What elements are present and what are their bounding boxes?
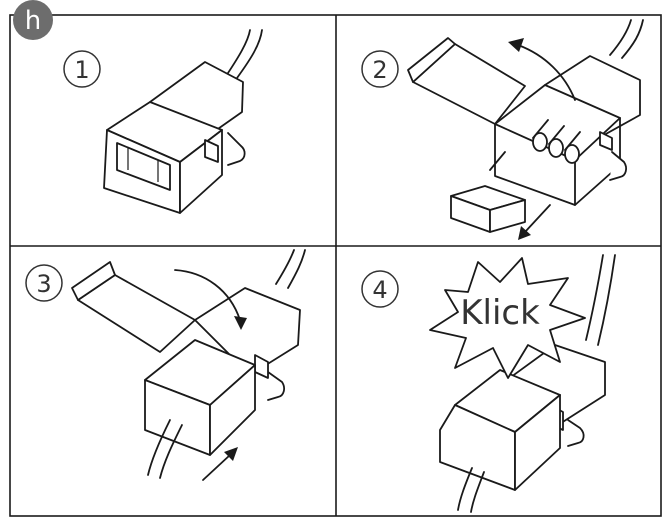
rotate-arrow xyxy=(517,44,576,101)
jaw-frame xyxy=(494,123,576,206)
lid-tab xyxy=(407,37,456,83)
lid-tab xyxy=(71,261,116,301)
ferrite-cores xyxy=(532,119,581,164)
cable-line-b xyxy=(225,29,251,77)
jaw-front xyxy=(439,404,516,491)
cable-top-a xyxy=(287,249,306,289)
jaw-side xyxy=(209,364,256,456)
latch xyxy=(599,131,613,151)
section-badge: h xyxy=(13,0,53,40)
core-3 xyxy=(564,144,580,164)
section-badge-circle xyxy=(13,0,53,40)
cable-top-b xyxy=(275,249,295,285)
latch xyxy=(204,139,219,163)
clip-tab xyxy=(567,419,585,447)
down-arrow xyxy=(524,204,551,233)
panel-2: 2 xyxy=(361,19,644,240)
cable-bottom-b xyxy=(159,424,183,479)
clamp-sensor-closed xyxy=(103,29,263,214)
step-2-number: 2 xyxy=(372,56,387,84)
step-3-number: 3 xyxy=(36,270,51,298)
cable-line-a xyxy=(621,19,644,59)
down-arrow-head xyxy=(518,226,531,240)
step-1-number: 1 xyxy=(74,56,89,84)
core-1 xyxy=(532,132,548,152)
jaw-window-inner xyxy=(127,148,159,182)
panel-3: 3 xyxy=(25,249,306,481)
clamp-sensor-closing xyxy=(71,249,306,481)
klick-callout: Klick xyxy=(429,257,586,379)
clip-tab xyxy=(267,371,285,401)
push-arrow xyxy=(202,454,231,481)
section-badge-letter: h xyxy=(25,6,41,36)
step-4-number: 4 xyxy=(372,276,387,304)
push-arrow-head xyxy=(224,447,238,461)
clip-tab xyxy=(609,151,627,181)
clamp-sensor-open xyxy=(407,19,644,240)
panel-1: 1 xyxy=(63,29,263,214)
step-4-circle xyxy=(361,270,399,308)
core-tops xyxy=(532,119,581,151)
step-2-circle xyxy=(361,50,399,88)
step-1-circle xyxy=(63,50,101,88)
clamp-sensor-locked xyxy=(439,254,616,513)
clip-tab xyxy=(227,132,246,166)
rotate-arrow-head xyxy=(508,38,524,52)
klick-text: Klick xyxy=(460,293,540,333)
removed-block-side xyxy=(489,199,526,233)
cable-line-b xyxy=(609,19,632,56)
cable-top-a xyxy=(597,254,616,346)
step-3-circle xyxy=(25,264,63,302)
rotate-arrow xyxy=(174,269,241,321)
panel-4: 4 Klick xyxy=(361,254,616,513)
cable-bottom-a xyxy=(147,419,171,476)
jaw-window xyxy=(116,142,171,191)
core-2 xyxy=(548,138,564,158)
cable-bottom-a xyxy=(457,467,473,511)
jaw-side xyxy=(514,394,561,491)
rotate-arrow-head xyxy=(234,316,247,330)
cable-top-b xyxy=(585,254,604,341)
guide-arrow xyxy=(489,151,506,171)
cable-line-a xyxy=(236,29,263,79)
klick-starburst xyxy=(429,257,586,379)
cable-bottom-b xyxy=(470,471,485,513)
